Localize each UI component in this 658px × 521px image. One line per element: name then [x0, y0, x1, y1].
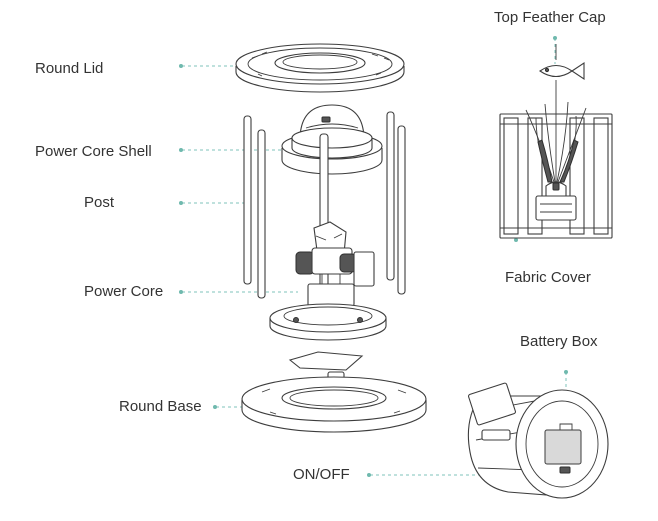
label-top-feather-cap: Top Feather Cap: [494, 9, 606, 26]
label-round-lid: Round Lid: [35, 60, 104, 77]
leader-dot-round-base: [213, 405, 217, 409]
label-on-off: ON/OFF: [293, 466, 350, 483]
power-core-shell-part: [281, 104, 383, 175]
label-fabric-cover: Fabric Cover: [505, 269, 591, 286]
round-lid-part: [235, 43, 405, 93]
post-rods: [243, 111, 406, 313]
leader-dot-power-core-shell: [179, 148, 183, 152]
label-power-core: Power Core: [84, 283, 164, 300]
leader-dot-round-lid: [179, 64, 183, 68]
label-power-core-shell: Power Core Shell: [35, 143, 152, 160]
round-base-part: [241, 376, 427, 433]
leader-dot-fabric-cover: [514, 238, 518, 242]
leader-lines: [179, 36, 568, 477]
label-post: Post: [84, 194, 115, 211]
battery-box-part: [467, 382, 609, 499]
fish-toy: [539, 44, 585, 81]
leader-dot-top-feather-cap: [553, 36, 557, 40]
leader-dot-battery-box: [564, 370, 568, 374]
label-battery-box: Battery Box: [520, 333, 598, 350]
feather-stems: [525, 80, 587, 183]
leader-dot-on-off: [367, 473, 371, 477]
leader-dot-power-core: [179, 290, 183, 294]
power-core-part: [269, 221, 387, 341]
leader-dot-post: [179, 201, 183, 205]
label-round-base: Round Base: [119, 398, 202, 415]
